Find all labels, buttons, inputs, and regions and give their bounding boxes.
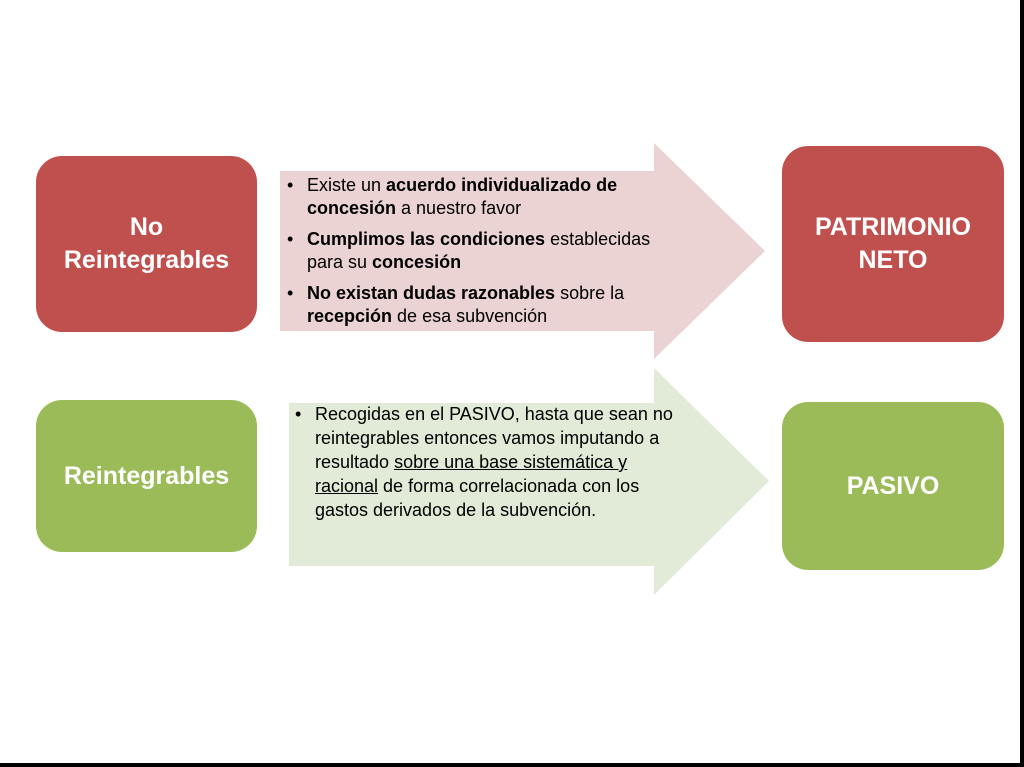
condition-item-agreement: Existe un acuerdo individualizado de con… bbox=[285, 174, 685, 220]
pasivo-label: PASIVO bbox=[846, 471, 940, 500]
no-reintegrables-line-1: No bbox=[129, 213, 164, 241]
pasivo-box: PASIVO bbox=[782, 402, 1004, 570]
patrimonio-neto-line-1: PATRIMONIO bbox=[814, 213, 971, 241]
no-reintegrables-box: No Reintegrables bbox=[36, 156, 257, 332]
reintegrables-label: Reintegrables bbox=[63, 461, 230, 490]
condition-item-fulfilled: Cumplimos las condiciones establecidas p… bbox=[285, 228, 685, 274]
conditions-list: Existe un acuerdo individualizado de con… bbox=[285, 174, 685, 336]
condition-item-no-doubts: No existan dudas razonables sobre la rec… bbox=[285, 282, 685, 328]
patrimonio-neto-box: PATRIMONIO NETO bbox=[782, 146, 1004, 342]
no-reintegrables-line-2: Reintegrables bbox=[63, 246, 230, 274]
patrimonio-neto-line-2: NETO bbox=[858, 246, 928, 274]
slide-border-right bbox=[1020, 0, 1024, 767]
liability-item: Recogidas en el PASIVO, hasta que sean n… bbox=[293, 402, 685, 522]
slide-border-bottom bbox=[0, 763, 1024, 767]
reintegrables-box: Reintegrables bbox=[36, 400, 257, 552]
liability-list: Recogidas en el PASIVO, hasta que sean n… bbox=[293, 402, 685, 522]
